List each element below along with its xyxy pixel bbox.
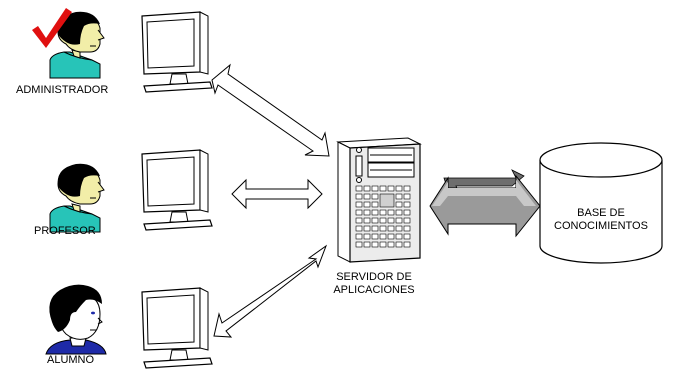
teacher-label: PROFESOR bbox=[34, 225, 96, 237]
server-label-line2: APLICACIONES bbox=[333, 284, 415, 296]
student-server-arrow-icon bbox=[213, 244, 328, 338]
admin-server-arrow-icon bbox=[211, 63, 330, 157]
server-database-3d-arrow-icon bbox=[429, 169, 541, 238]
server-tower-icon bbox=[336, 137, 422, 263]
database-label: BASE DE CONOCIMIENTOS bbox=[548, 207, 654, 233]
database-label-line1: BASE DE bbox=[577, 207, 625, 219]
admin-label: ADMINISTRADOR bbox=[16, 84, 109, 96]
student-monitor-icon bbox=[141, 287, 213, 369]
student-label: ALUMNO bbox=[47, 354, 95, 366]
student-person-icon bbox=[45, 284, 107, 355]
admin-person-icon bbox=[49, 11, 105, 79]
checkmark-icon bbox=[32, 8, 72, 48]
database-cylinder-icon bbox=[539, 142, 663, 264]
teacher-person-icon bbox=[49, 163, 105, 233]
database-label-line2: CONOCIMIENTOS bbox=[554, 220, 648, 232]
admin-monitor-icon bbox=[141, 11, 213, 93]
server-label-line1: SERVIDOR DE bbox=[336, 271, 412, 283]
teacher-server-arrow-icon bbox=[231, 178, 323, 210]
server-label: SERVIDOR DE APLICACIONES bbox=[322, 271, 426, 297]
teacher-monitor-icon bbox=[141, 149, 213, 231]
